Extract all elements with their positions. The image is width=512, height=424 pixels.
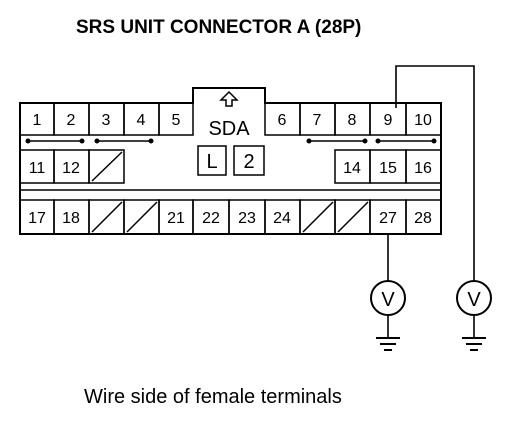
shorting-dot bbox=[148, 138, 154, 144]
terminal-label: 11 bbox=[29, 160, 46, 177]
terminal-label: 12 bbox=[62, 160, 80, 177]
voltmeter-27: V bbox=[370, 280, 406, 351]
shorting-dot bbox=[25, 138, 31, 144]
lock-box bbox=[197, 145, 227, 176]
blank-slash bbox=[91, 201, 123, 233]
terminal-label: 15 bbox=[379, 160, 397, 177]
blank-slash bbox=[337, 201, 369, 233]
terminal-label: 4 bbox=[137, 112, 146, 129]
terminal-cell bbox=[158, 102, 194, 136]
terminal-label: 16 bbox=[414, 160, 432, 177]
connector-outline bbox=[19, 87, 442, 235]
voltmeter-symbol: V bbox=[381, 289, 395, 311]
terminal-label: 24 bbox=[273, 210, 291, 227]
shorting-dot bbox=[431, 138, 437, 144]
lock-label: L bbox=[206, 151, 217, 173]
terminal-label: 5 bbox=[172, 112, 181, 129]
up-arrow-icon bbox=[219, 90, 239, 107]
terminal-label: 2 bbox=[67, 112, 76, 129]
blank-slash bbox=[126, 201, 158, 233]
terminal-cell bbox=[405, 149, 442, 184]
terminal-label: 23 bbox=[238, 210, 256, 227]
probe-wires bbox=[387, 65, 475, 281]
terminal-label: 8 bbox=[348, 112, 357, 129]
connector-row-3 bbox=[19, 199, 442, 235]
ground-icon bbox=[376, 337, 400, 351]
shorting-dot bbox=[94, 138, 100, 144]
terminal-label: 14 bbox=[343, 160, 361, 177]
terminal-cell bbox=[405, 199, 442, 235]
connector-row-1 bbox=[19, 102, 442, 136]
terminal-cell bbox=[405, 102, 442, 136]
terminal-label: 21 bbox=[167, 210, 185, 227]
terminal-label: 9 bbox=[384, 112, 393, 129]
terminal-label: 22 bbox=[202, 210, 220, 227]
terminal-label: 6 bbox=[278, 112, 287, 129]
terminal-label: 3 bbox=[102, 112, 111, 129]
shorting-dot bbox=[375, 138, 381, 144]
sda-section: SDA L 2 bbox=[197, 90, 265, 176]
shorting-dot bbox=[306, 138, 312, 144]
number-label: 2 bbox=[243, 151, 254, 173]
terminal-label: 7 bbox=[313, 112, 322, 129]
diagram-caption: Wire side of female terminals bbox=[84, 386, 342, 408]
diagram-title: SRS UNIT CONNECTOR A (28P) bbox=[76, 17, 361, 38]
shorting-dot bbox=[79, 138, 85, 144]
terminal-label: 1 bbox=[33, 112, 42, 129]
ground-icon bbox=[462, 337, 486, 351]
number-box bbox=[233, 145, 265, 176]
terminal-label: 17 bbox=[28, 210, 46, 227]
shorting-dot bbox=[362, 138, 368, 144]
blank-slash bbox=[302, 201, 334, 233]
voltmeter-9: V bbox=[456, 280, 492, 351]
blank-slash bbox=[91, 151, 123, 182]
shorting-bars bbox=[25, 138, 437, 144]
voltmeter-symbol: V bbox=[467, 289, 481, 311]
blank-cell bbox=[88, 149, 125, 184]
sda-label: SDA bbox=[208, 118, 250, 140]
connector-row-2 bbox=[19, 149, 442, 184]
terminal-label: 10 bbox=[414, 112, 432, 129]
terminal-label: 27 bbox=[379, 210, 397, 227]
probe-wire-9 bbox=[395, 65, 475, 281]
terminal-label: 18 bbox=[62, 210, 80, 227]
terminal-label: 28 bbox=[414, 210, 432, 227]
